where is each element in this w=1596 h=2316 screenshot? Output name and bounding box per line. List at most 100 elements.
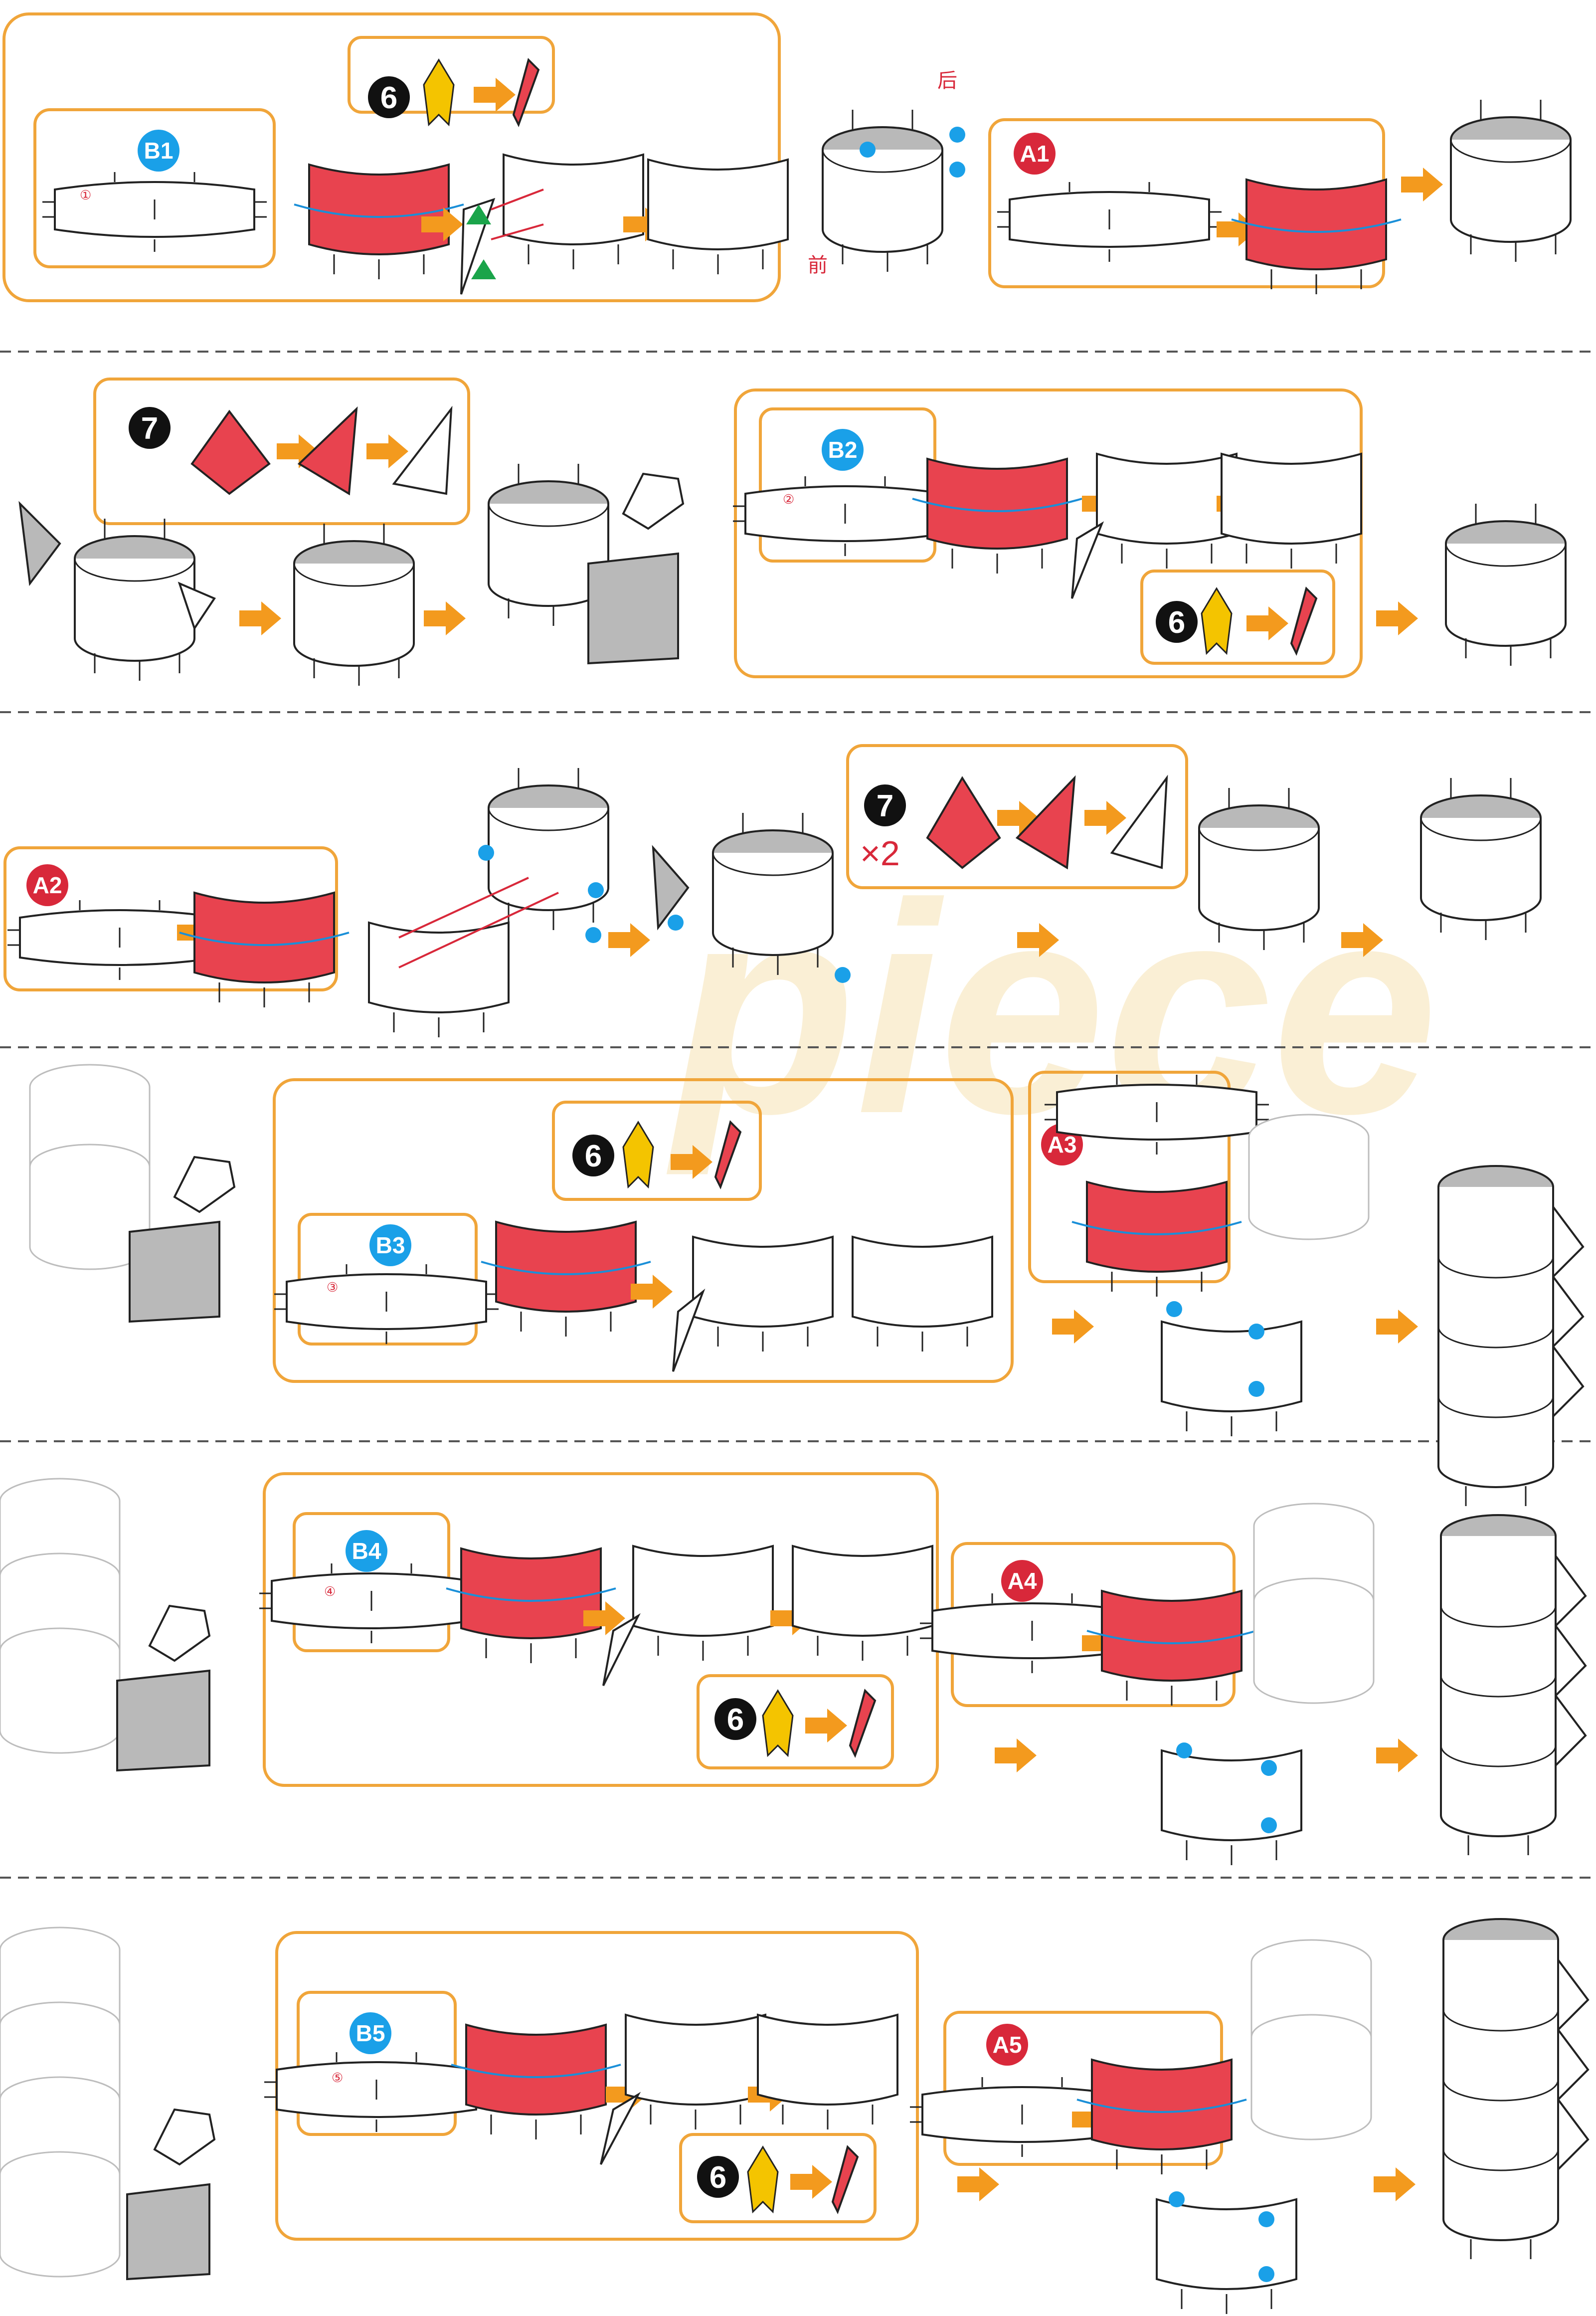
red-folded-piece <box>833 2147 858 2212</box>
part-number-1: ① <box>80 188 91 202</box>
red-folded-piece <box>850 1691 875 1755</box>
stack-result-row4 <box>1438 1166 1583 1506</box>
curved-part-b2 <box>912 459 1082 574</box>
orange-arrow <box>631 1275 673 1309</box>
row-5: B4 ④ 6 A4 <box>0 1474 1586 1865</box>
orange-arrow <box>790 2165 832 2199</box>
curved-part-b4 <box>446 1548 616 1663</box>
badge-a4-label: A4 <box>1008 1568 1037 1594</box>
label-back: 后 <box>937 69 957 92</box>
blue-dot <box>1258 2211 1274 2227</box>
orange-arrow <box>957 2167 999 2201</box>
curved-part-white <box>793 1546 932 1661</box>
curved-part-white <box>626 2015 765 2129</box>
red-folded-piece <box>514 60 538 125</box>
step-7-label: 7 <box>141 411 158 446</box>
ghost-stack <box>0 2152 120 2277</box>
curved-part-a3 <box>1072 1182 1241 1297</box>
orange-arrow <box>1401 168 1443 201</box>
blue-dot <box>1261 1760 1277 1776</box>
curved-part-white <box>648 160 788 274</box>
step-7-label: 7 <box>877 789 893 823</box>
cylinder-step7 <box>75 519 194 681</box>
blue-dot <box>949 162 965 178</box>
blue-dot <box>1258 2266 1274 2282</box>
label-front: 前 <box>808 254 828 277</box>
grey-curved-part <box>130 1222 219 1322</box>
step-6-label: 6 <box>380 81 397 115</box>
yellow-fold-piece <box>424 60 454 125</box>
yellow-fold-piece <box>748 2147 778 2212</box>
cylinder-assembly <box>823 110 942 272</box>
step-6-label: 6 <box>709 2160 726 2195</box>
red-folded-piece <box>1291 588 1316 653</box>
blue-dot <box>585 927 601 943</box>
curved-part-white <box>1157 2199 1296 2314</box>
hand-pointer-icon <box>623 474 683 529</box>
curved-part-white <box>758 2015 897 2129</box>
result-cylinder-row2 <box>1446 504 1566 666</box>
orange-arrow <box>1376 1738 1418 1772</box>
blue-dot <box>1248 1324 1264 1340</box>
badge-a3-label: A3 <box>1048 1132 1077 1158</box>
blue-dot <box>949 127 965 143</box>
tab-piece <box>1072 524 1102 598</box>
blue-dot <box>835 967 851 983</box>
curved-part-white <box>1162 1750 1301 1865</box>
ghost-stack <box>1251 2015 1371 2139</box>
badge-a1-label: A1 <box>1020 141 1050 167</box>
badge-b2-label: B2 <box>828 437 858 463</box>
orange-arrow <box>995 1738 1037 1772</box>
blue-dot <box>1176 1742 1192 1758</box>
curved-part-b3 <box>481 1222 651 1337</box>
curved-part-white <box>1097 454 1237 569</box>
flat-part-b3 <box>274 1264 499 1344</box>
yellow-fold-piece <box>763 1691 793 1755</box>
grey-curved-part <box>588 554 678 663</box>
part-number-2: ② <box>783 492 794 507</box>
row-1: B1 ① 6 后 前 A1 <box>4 14 1571 301</box>
result-cylinder <box>1451 100 1571 262</box>
yellow-fold-piece <box>623 1122 653 1187</box>
blue-dot <box>1248 1381 1264 1397</box>
orange-arrow <box>474 78 516 112</box>
badge-b5-label: B5 <box>356 2020 385 2046</box>
part-number-4: ④ <box>324 1584 336 1599</box>
orange-arrow <box>366 434 408 468</box>
ghost-stack <box>1254 1578 1374 1703</box>
ghost-stack <box>0 1628 120 1753</box>
cylinder-row3 <box>489 768 608 930</box>
curved-part-white <box>693 1237 833 1351</box>
step-b1-outer-box <box>4 14 779 301</box>
grey-curved-part <box>127 2184 209 2279</box>
part-number-5: ⑤ <box>332 2070 343 2085</box>
orange-arrow <box>608 923 650 957</box>
flat-part-a1 <box>997 182 1222 262</box>
yellow-fold-piece <box>1202 588 1232 653</box>
blue-dot <box>1261 1817 1277 1833</box>
blue-dot <box>668 915 684 931</box>
orange-arrow <box>1376 601 1418 635</box>
orange-arrow <box>424 601 466 635</box>
orange-arrow <box>1376 1310 1418 1344</box>
grey-tab <box>20 504 60 583</box>
hand-pointer-icon <box>150 1606 209 1661</box>
flat-part-b2 <box>733 476 957 556</box>
curved-part-white <box>504 155 643 269</box>
curved-part-white <box>853 1237 992 1351</box>
orange-arrow <box>1052 1310 1094 1344</box>
row-6: B5 ⑤ 6 A5 <box>0 1919 1588 2314</box>
curved-part-white <box>1222 454 1361 569</box>
curved-part-white <box>633 1546 773 1661</box>
curved-part-a1 <box>1232 180 1401 294</box>
blue-dot <box>1169 2191 1185 2207</box>
badge-a2-label: A2 <box>33 872 62 898</box>
orange-arrow <box>1246 606 1288 640</box>
orange-arrow <box>1374 2167 1416 2201</box>
step-6-label: 6 <box>1168 605 1185 640</box>
green-marker <box>471 259 496 279</box>
cylinder-row3-result-b <box>1421 778 1541 940</box>
blue-dot <box>860 142 876 158</box>
badge-b4-label: B4 <box>352 1538 381 1564</box>
